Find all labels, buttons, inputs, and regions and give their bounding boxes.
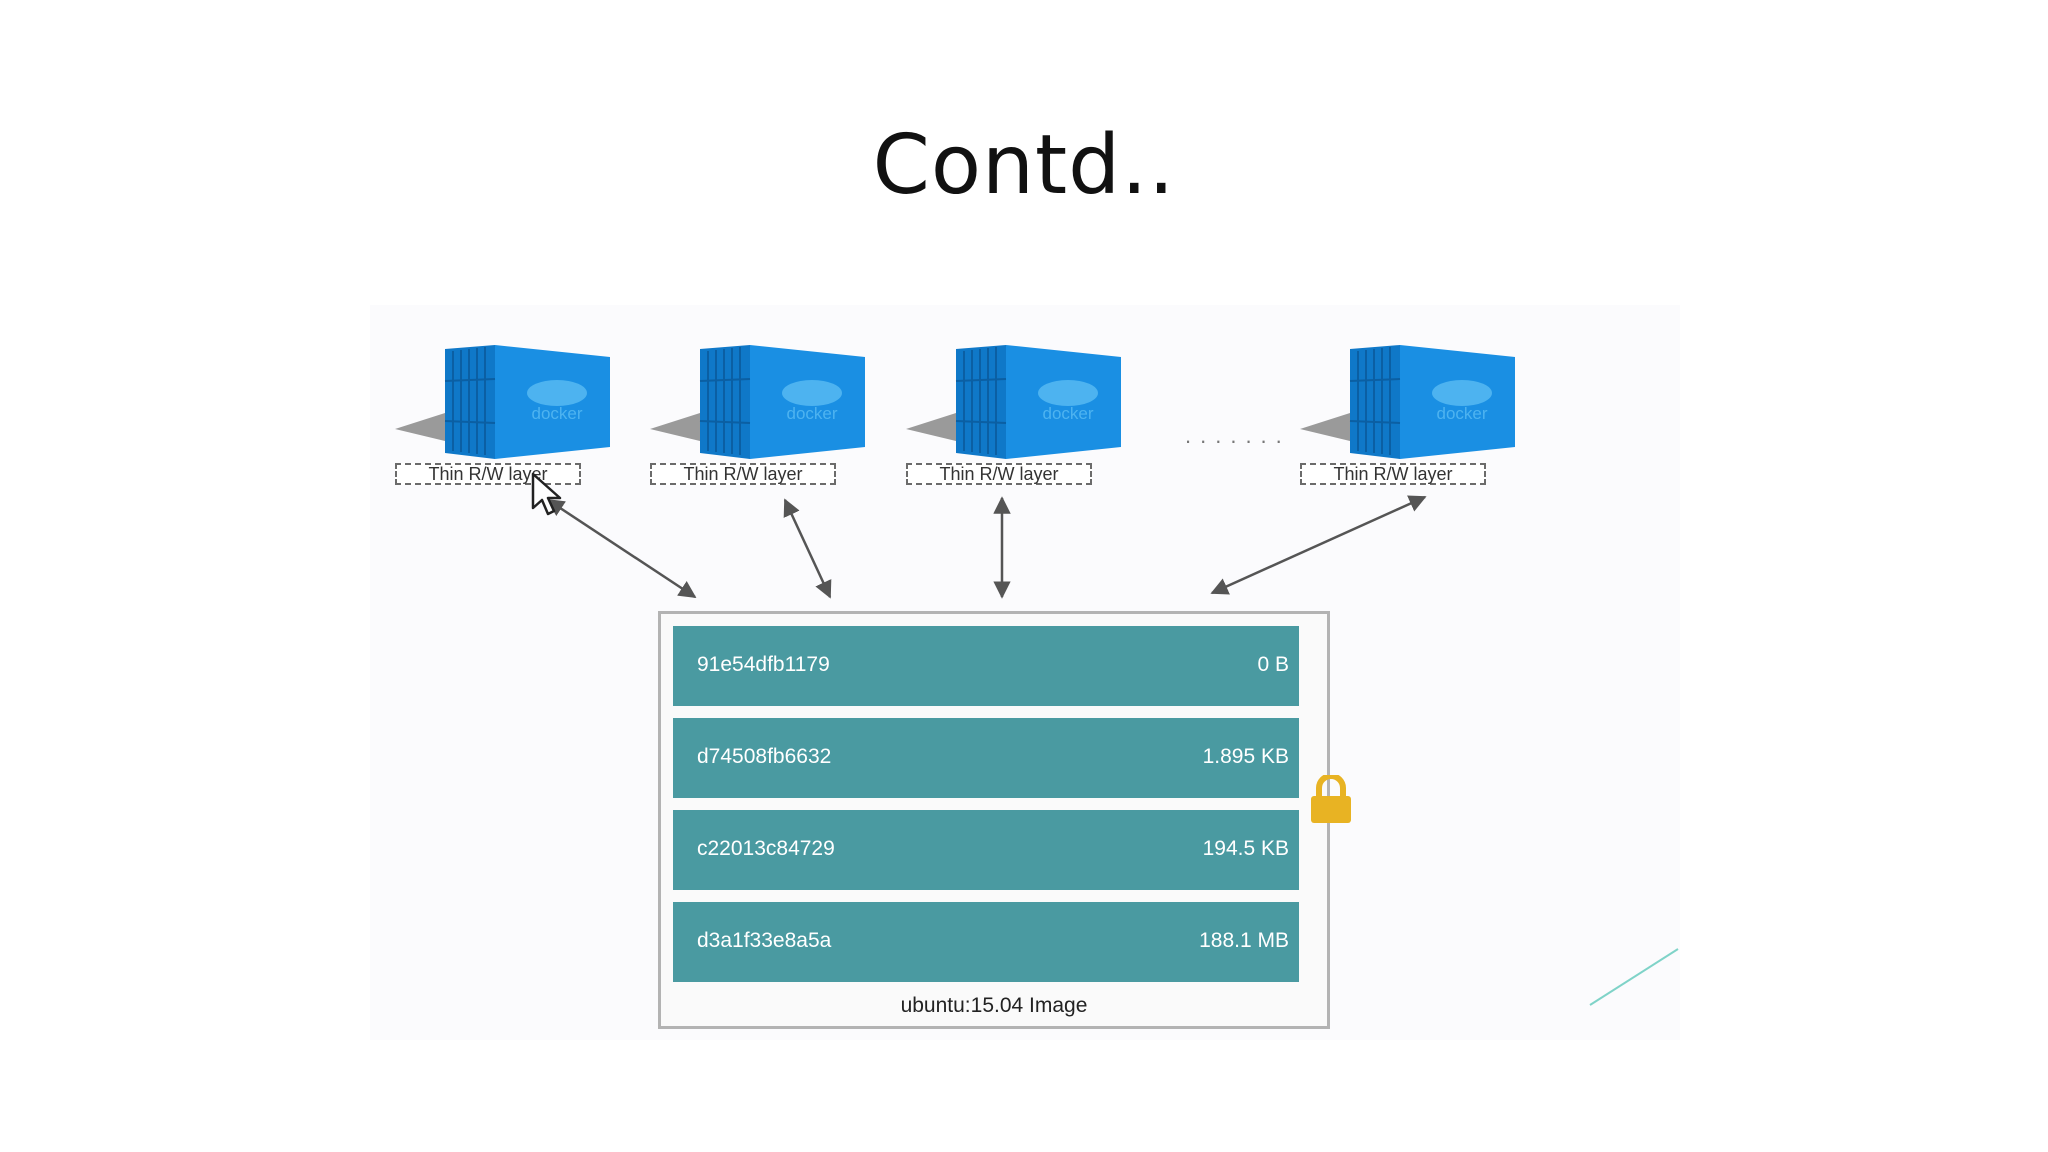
rw-layer-label: Thin R/W layer: [650, 463, 836, 485]
image-layer-1: 91e54dfb1179 0 B: [673, 626, 1299, 706]
layer-size: 188.1 MB: [1199, 929, 1289, 952]
docker-logo-text: docker: [1436, 404, 1487, 423]
docker-logo-text: docker: [1042, 404, 1093, 423]
rw-layer-label: Thin R/W layer: [906, 463, 1092, 485]
layer-id: 91e54dfb1179: [697, 653, 830, 676]
layer-id: d74508fb6632: [697, 745, 832, 768]
shipping-container-icon: docker: [1300, 345, 1515, 459]
docker-layers-diagram: docker Thin R/W layer docker Thin R/W la…: [370, 305, 1680, 1040]
slide-title: Contd..: [872, 118, 1176, 213]
container-2: docker Thin R/W layer: [650, 341, 880, 501]
layer-id: c22013c84729: [697, 837, 835, 860]
arrow-4: [1210, 495, 1427, 595]
connector-arrows: [546, 495, 1679, 1006]
arrow-2: [783, 498, 832, 599]
image-caption: ubuntu:15.04 Image: [900, 994, 1088, 1017]
arrow-1: [546, 498, 697, 599]
layer-size: 194.5 KB: [1202, 837, 1289, 860]
docker-logo-text: docker: [531, 404, 582, 423]
rw-layer-label: Thin R/W layer: [1300, 463, 1486, 485]
layer-id: d3a1f33e8a5a: [697, 929, 832, 952]
shipping-container-icon: docker: [395, 345, 610, 459]
image-layer-2: d74508fb6632 1.895 KB: [673, 718, 1299, 798]
mouse-pointer-icon: [531, 472, 562, 516]
image-layer-4: d3a1f33e8a5a 188.1 MB: [673, 902, 1299, 982]
shipping-container-icon: docker: [650, 345, 865, 459]
layer-size: 0 B: [1257, 653, 1289, 676]
container-3: docker Thin R/W layer: [906, 341, 1136, 501]
docker-logo-text: docker: [786, 404, 837, 423]
ellipsis: .......: [1185, 423, 1291, 448]
image-layer-3: c22013c84729 194.5 KB: [673, 810, 1299, 890]
shipping-container-icon: docker: [906, 345, 1121, 459]
ubuntu-image-box: 91e54dfb1179 0 B d74508fb6632 1.895 KB c…: [658, 611, 1330, 1029]
container-1: docker Thin R/W layer: [395, 341, 625, 501]
layer-size: 1.895 KB: [1202, 745, 1289, 768]
lock-icon: [1311, 775, 1351, 823]
container-4: docker Thin R/W layer: [1300, 341, 1530, 501]
decorative-line: [1589, 948, 1679, 1006]
